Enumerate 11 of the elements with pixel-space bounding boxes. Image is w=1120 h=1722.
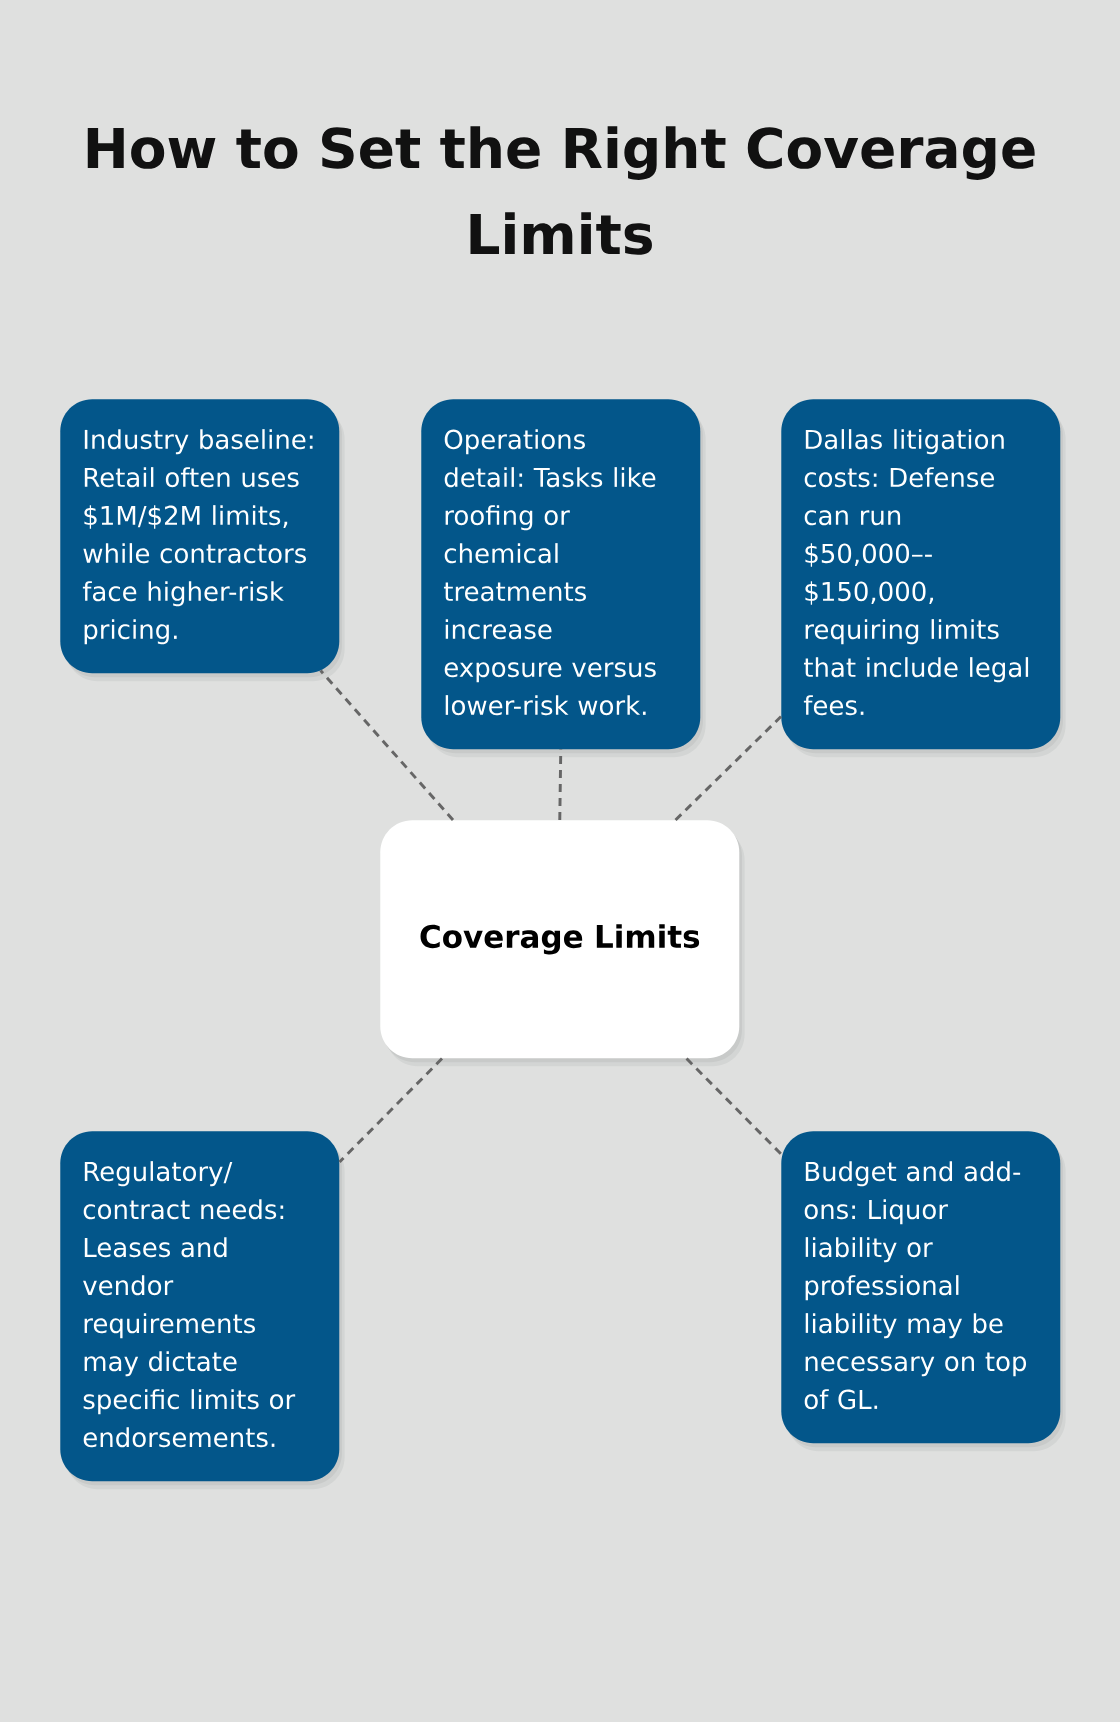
info-card: Budget and add-ons: Liquor liability or professional liability may be necessary on top of GL. <box>781 1131 1066 1452</box>
connector-line <box>685 1057 784 1157</box>
title: How to Set the Right Coverage Limits <box>87 126 1035 255</box>
connector-line <box>338 1057 444 1164</box>
info-card: Regulatory/contract needs: Leases and vendor requirements may dictate specific limits or endorsements. <box>60 1131 345 1490</box>
central-box: Coverage Limits <box>380 820 745 1067</box>
info-card: Operations detail: Tasks like roofing or chemical treatments increase exposure versus lower-risk work. <box>421 399 706 758</box>
info-card: Dallas litigation costs: Defense can run $50,000–-$150,000, requiring limits that include legal fees. <box>781 399 1066 758</box>
connector-line <box>674 715 783 822</box>
info-card: Industry baseline: Retail often uses $1M/$2M limits, while contractors face higher-risk pricing. <box>60 399 345 682</box>
connector-line <box>319 669 455 821</box>
